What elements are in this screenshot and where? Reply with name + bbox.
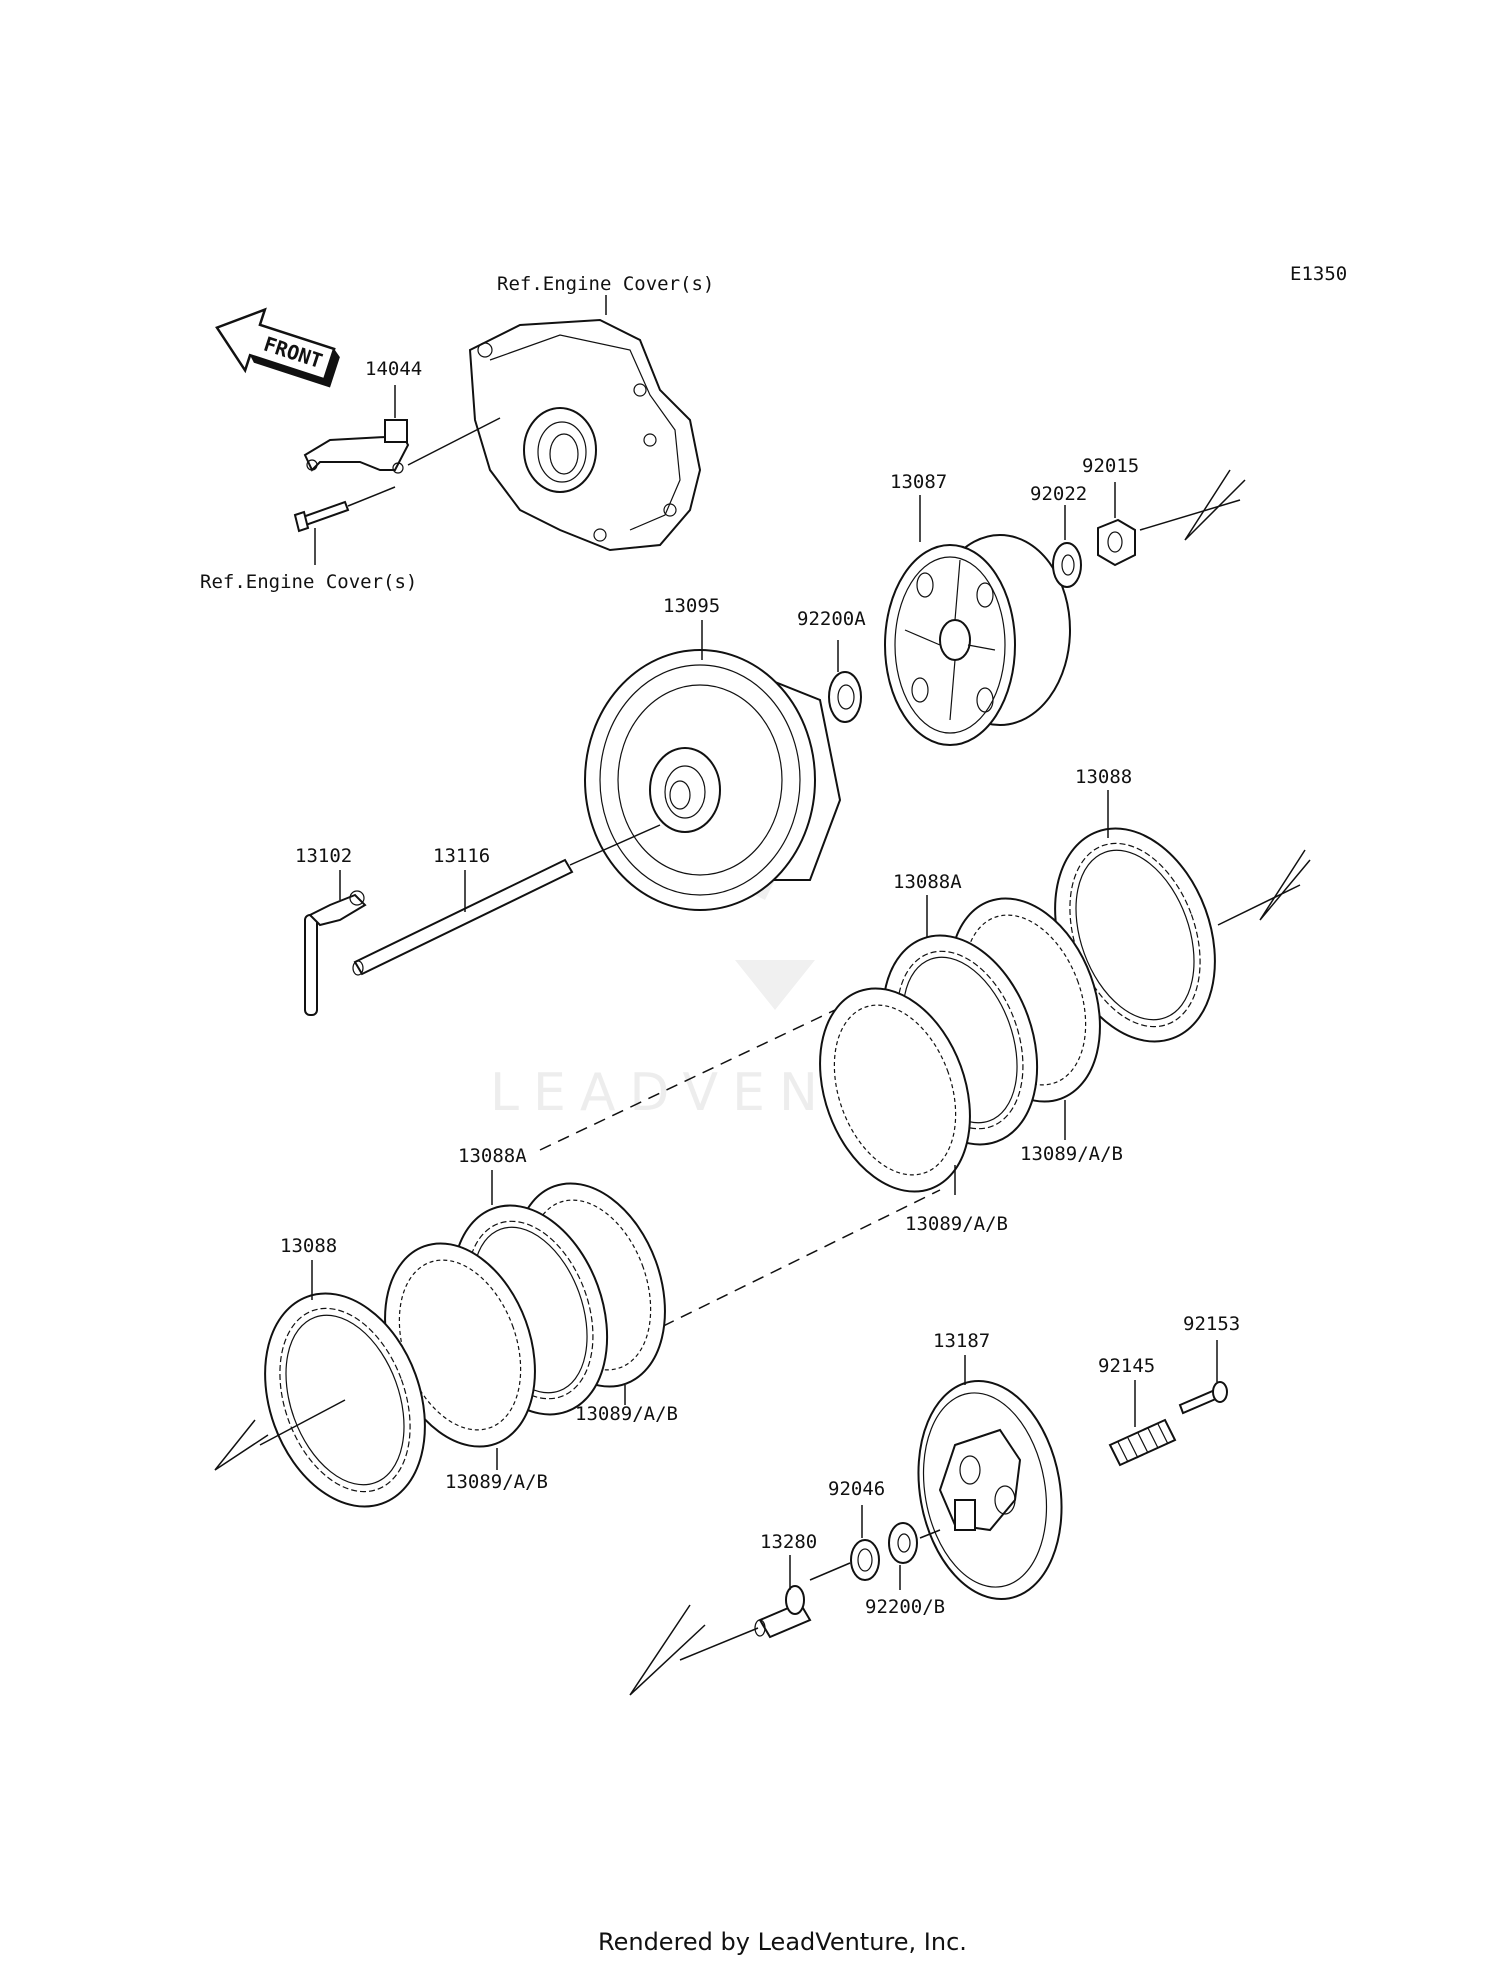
- label-92153: 92153: [1183, 1313, 1240, 1335]
- label-13088A-right: 13088A: [893, 871, 962, 893]
- engine-cover: [468, 318, 702, 552]
- part-92046-bearing: [850, 1539, 880, 1581]
- label-14044: 14044: [365, 358, 422, 380]
- bracket-14044: [303, 419, 410, 474]
- part-92200B-washer: [888, 1522, 918, 1564]
- part-92022-washer: [1052, 542, 1082, 588]
- label-13280: 13280: [760, 1531, 817, 1553]
- part-92015-nut: [1097, 518, 1136, 567]
- label-92145: 92145: [1098, 1355, 1155, 1377]
- label-92200A: 92200A: [797, 608, 866, 630]
- part-13087-gear: [884, 534, 1071, 746]
- part-92200A-washer: [828, 671, 862, 723]
- part-13089-right-steel-front: [819, 987, 971, 1193]
- label-13087: 13087: [890, 471, 947, 493]
- part-13116-rod: [352, 858, 574, 976]
- label-92046: 92046: [828, 1478, 885, 1500]
- label-13089-right-a: 13089/A/B: [1020, 1143, 1123, 1165]
- label-92015: 92015: [1082, 455, 1139, 477]
- label-13116: 13116: [433, 845, 490, 867]
- front-arrow-icon: FRONT: [215, 307, 340, 388]
- label-13089-left-a: 13089/A/B: [575, 1403, 678, 1425]
- label-13088A-left: 13088A: [458, 1145, 527, 1167]
- ref-engine-cover-top-label: Ref.Engine Cover(s): [497, 273, 714, 295]
- part-13187-pressure-plate: [917, 1379, 1063, 1601]
- label-13088-right: 13088: [1075, 766, 1132, 788]
- label-92022: 92022: [1030, 483, 1087, 505]
- bolt-engine-cover: [293, 500, 350, 533]
- label-13089-left-b: 13089/A/B: [445, 1471, 548, 1493]
- label-13088-left: 13088: [280, 1235, 337, 1257]
- part-13095-clutch-housing: [584, 649, 842, 911]
- part-92153-bolt: [1178, 1381, 1228, 1415]
- label-92200B: 92200/B: [865, 1596, 945, 1618]
- label-13187: 13187: [933, 1330, 990, 1352]
- footer-credit: Rendered by LeadVenture, Inc.: [598, 1928, 967, 1956]
- part-92145-spring: [1108, 1418, 1177, 1467]
- part-13102-lever: [304, 890, 367, 1016]
- ref-engine-cover-bottom-label: Ref.Engine Cover(s): [200, 571, 417, 593]
- label-13089-right-b: 13089/A/B: [905, 1213, 1008, 1235]
- label-13095: 13095: [663, 595, 720, 617]
- part-13280-pusher: [754, 1585, 812, 1639]
- diagram-code: E1350: [1290, 263, 1347, 285]
- label-13102: 13102: [295, 845, 352, 867]
